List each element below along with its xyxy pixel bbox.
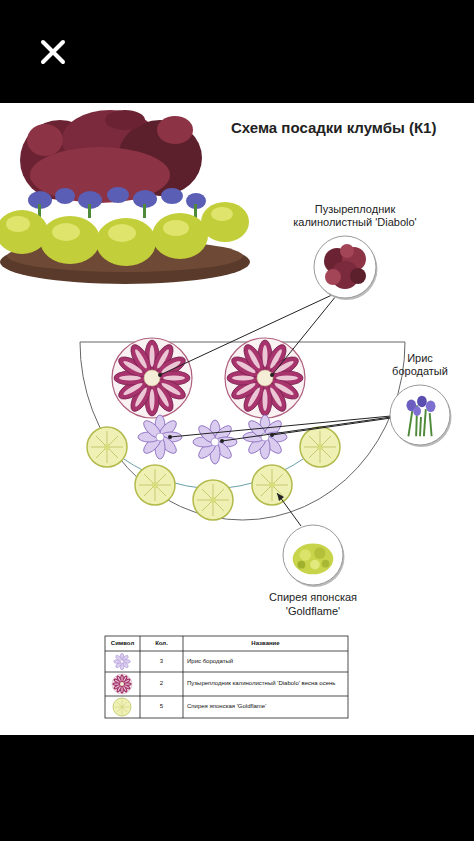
table-cell: Пузыреплодник калинолистный 'Diabolo' ве… [184, 673, 347, 695]
diabolo-symbol [112, 338, 192, 418]
spirea-symbol [300, 427, 340, 467]
plant-callout: Пузыреплодник калинолистный 'Diabolo' [280, 203, 430, 303]
table-cell: Спирея японская 'Goldflame' [184, 697, 347, 717]
spirea-symbol [113, 698, 131, 716]
top-bar [0, 0, 474, 103]
bottom-bar [0, 735, 474, 841]
plant-photo-circle [310, 232, 380, 302]
spirea-symbol [193, 480, 233, 520]
iris-symbol [193, 420, 237, 464]
plant-callout: Ирис бородатый [384, 352, 456, 450]
iris-symbol [138, 415, 182, 459]
plant-picture [406, 396, 435, 437]
plant-picture [324, 244, 366, 289]
table-cell: Ирис бородатый [184, 652, 347, 671]
legend-table [105, 636, 348, 718]
bed-illustration [0, 110, 250, 284]
close-icon [43, 42, 63, 62]
plant-callout: Спирея японская 'Goldflame' [243, 521, 383, 619]
spirea-symbol [135, 465, 175, 505]
iris-symbol [114, 653, 131, 670]
callout-label: Ирис бородатый [384, 352, 456, 380]
table-cell: Символ [106, 637, 139, 650]
diabolo-symbol [112, 674, 132, 694]
circle-ground [314, 236, 376, 298]
callout-label: Спирея японская 'Goldflame' [243, 591, 383, 619]
diabolo-symbol [225, 338, 305, 418]
callout-label: Пузыреплодник калинолистный 'Diabolo' [280, 203, 430, 231]
circle-ground [283, 525, 343, 585]
circle-ground [390, 385, 450, 445]
spirea-symbol [252, 465, 292, 505]
leader-dots [158, 373, 284, 501]
spirea-symbol [87, 427, 127, 467]
table-cell: 2 [141, 673, 182, 695]
plant-photo-circle [386, 381, 454, 449]
plant-photo-circle [279, 521, 347, 589]
diagram-title: Схема посадки клумбы (К1) [231, 119, 436, 136]
table-cell: Название [184, 637, 347, 650]
table-cell: Кол. [141, 637, 182, 650]
plant-picture [293, 543, 334, 574]
leader-lines [160, 294, 391, 526]
table-cell: 5 [141, 697, 182, 717]
table-cell: 3 [141, 652, 182, 671]
